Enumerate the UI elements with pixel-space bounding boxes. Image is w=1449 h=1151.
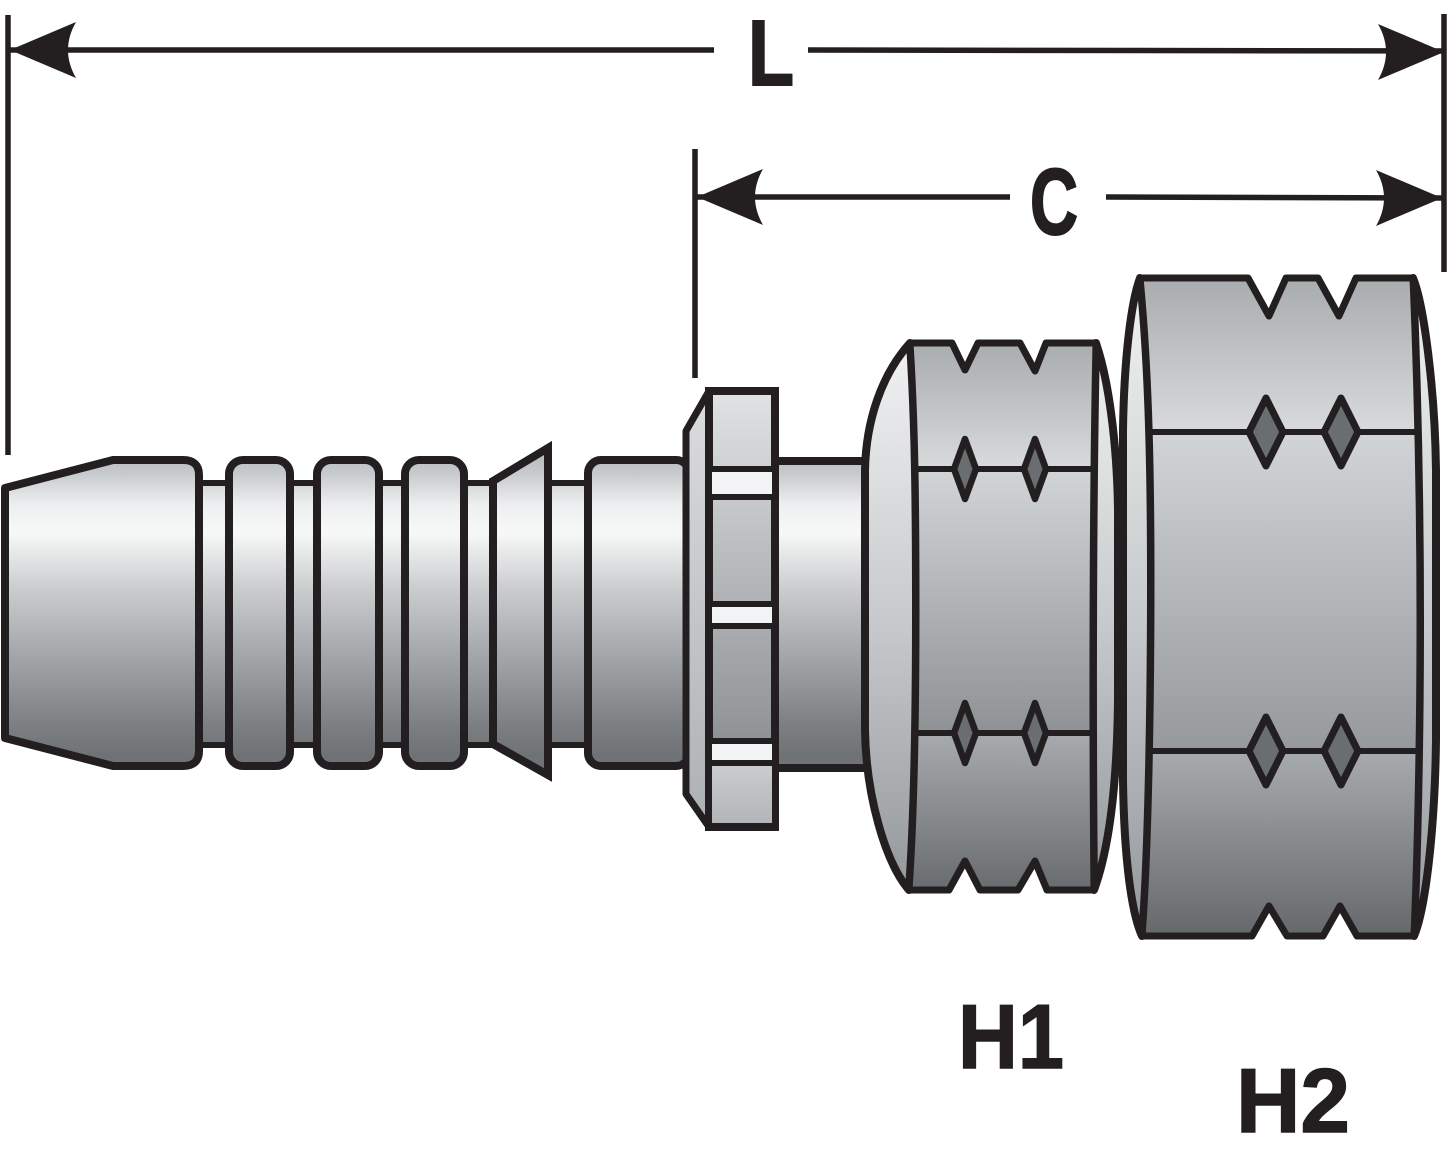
svg-text:H2: H2 [1236, 1051, 1350, 1151]
svg-text:L: L [748, 1, 794, 105]
svg-text:H1: H1 [958, 987, 1064, 1088]
svg-text:C: C [1030, 149, 1078, 254]
